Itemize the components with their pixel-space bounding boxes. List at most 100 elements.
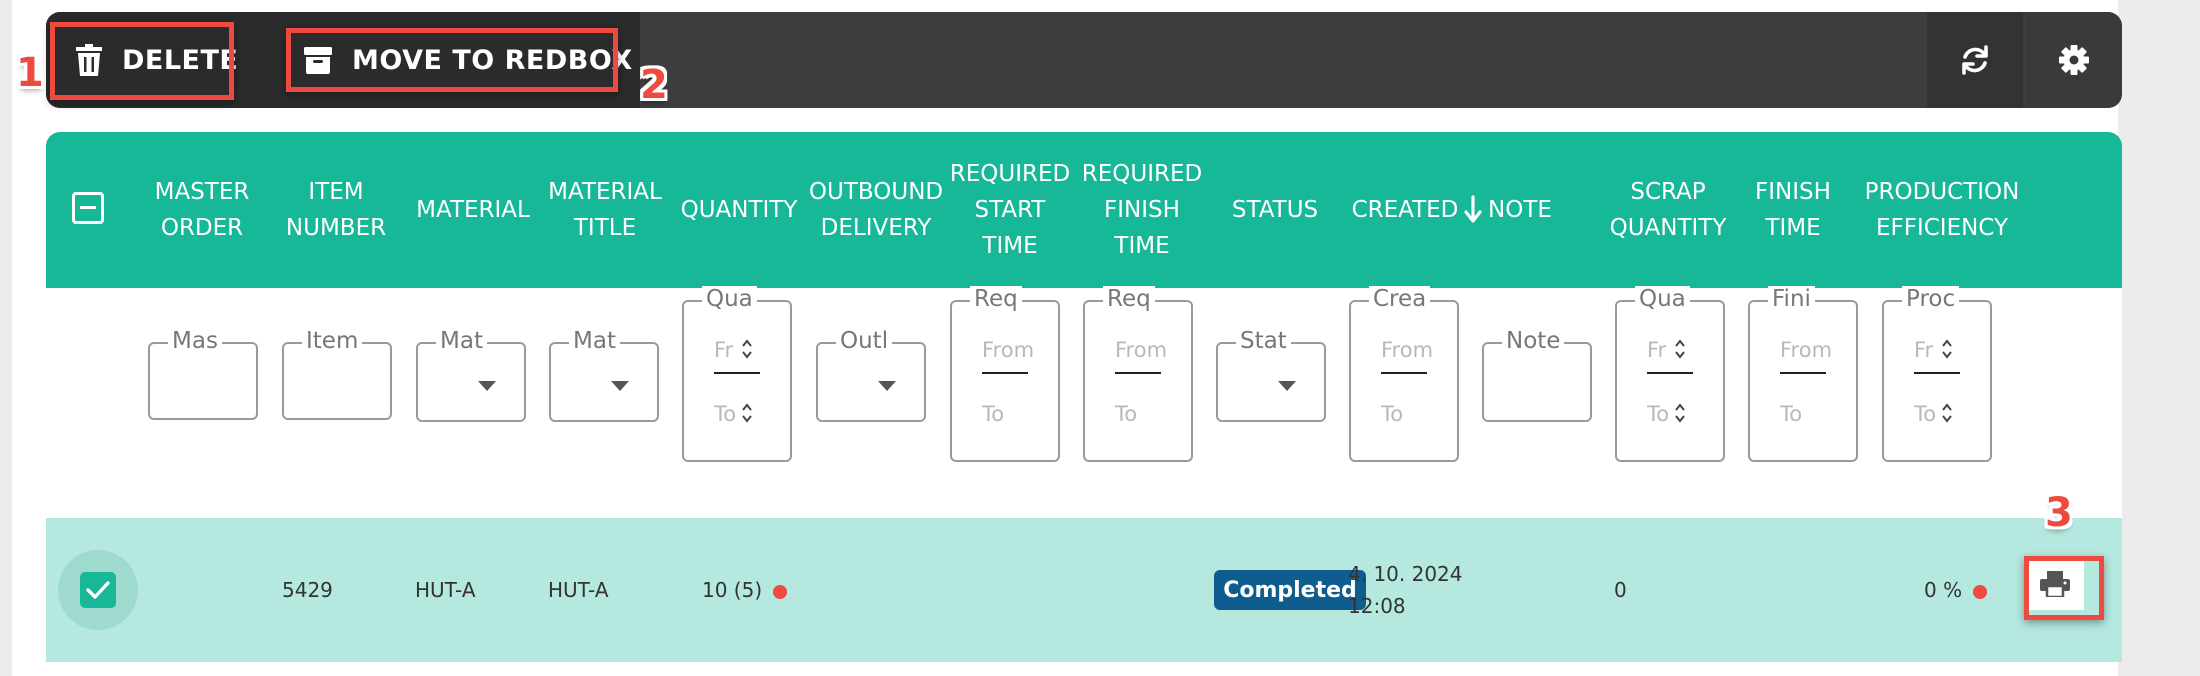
column-header-item-number[interactable]: ITEM NUMBER — [285, 179, 387, 241]
cell-created-time: 12:08 — [1348, 594, 1406, 618]
filter-quantity-to[interactable]: To — [714, 402, 737, 426]
column-header-master-order[interactable]: MASTER ORDER — [154, 179, 250, 241]
filter-required-start-to[interactable]: To — [982, 402, 1005, 426]
chevron-down-icon — [478, 381, 496, 391]
refresh-button[interactable] — [1927, 12, 2023, 108]
refresh-icon — [1962, 45, 1988, 75]
filter-scrap-quantity-label: Qua — [1635, 286, 1690, 312]
filter-production-efficiency-to[interactable]: To — [1914, 402, 1937, 426]
filter-production-efficiency[interactable]: Proc Fr To — [1882, 286, 1992, 462]
filter-status-label: Stat — [1236, 328, 1291, 354]
filter-material-title[interactable]: Mat — [549, 328, 659, 422]
range-separator — [1780, 372, 1826, 374]
move-to-redbox-label: MOVE TO REDBOX — [352, 44, 633, 76]
annotation-highlight-1 — [50, 22, 234, 100]
filter-note-label: Note — [1502, 328, 1565, 354]
filter-note[interactable]: Note — [1482, 328, 1592, 422]
filter-material-title-label: Mat — [569, 328, 620, 354]
filter-finish-time-label: Fini — [1768, 286, 1815, 312]
filter-scrap-quantity-from[interactable]: Fr — [1647, 338, 1667, 362]
filter-required-finish-time[interactable]: Req From To — [1083, 286, 1193, 462]
filter-quantity-label: Qua — [702, 286, 757, 312]
annotation-number-3: 3 — [2045, 490, 2073, 536]
cell-material: HUT-A — [415, 578, 476, 602]
status-badge: Completed — [1214, 570, 1366, 610]
filter-required-finish-time-label: Req — [1103, 286, 1155, 312]
filter-created-to[interactable]: To — [1381, 402, 1404, 426]
filter-production-efficiency-from[interactable]: Fr — [1914, 338, 1934, 362]
column-header-production-efficiency[interactable]: PRODUCTION EFFICIENCY — [1864, 179, 2020, 241]
filter-outbound-delivery[interactable]: Outl — [816, 328, 926, 422]
filter-scrap-quantity-to[interactable]: To — [1647, 402, 1670, 426]
cell-scrap-quantity: 0 — [1614, 578, 1627, 602]
range-separator — [1381, 372, 1427, 374]
chevron-down-icon — [878, 381, 896, 391]
filter-row: Mas Item Mat Mat Qua Fr To Outl Req From… — [46, 286, 2122, 518]
select-all-checkbox[interactable] — [72, 192, 104, 224]
efficiency-alert-dot — [1973, 585, 1987, 599]
print-button[interactable] — [2026, 558, 2084, 610]
filter-production-efficiency-label: Proc — [1902, 286, 1960, 312]
column-header-outbound-delivery[interactable]: OUTBOUND DELIVERY — [808, 179, 944, 241]
filter-finish-time[interactable]: Fini From To — [1748, 286, 1858, 462]
chevron-down-icon — [1278, 381, 1296, 391]
filter-material-label: Mat — [436, 328, 487, 354]
annotation-highlight-3 — [2024, 556, 2104, 620]
annotation-number-2: 2 — [640, 62, 668, 108]
row-checkbox[interactable] — [80, 572, 116, 608]
column-header-quantity[interactable]: QUANTITY — [680, 197, 798, 223]
filter-required-start-time[interactable]: Req From To — [950, 286, 1060, 462]
column-header-status[interactable]: STATUS — [1231, 197, 1319, 223]
filter-material[interactable]: Mat — [416, 328, 526, 422]
filter-item-number-label: Item — [302, 328, 363, 354]
archive-icon — [304, 47, 332, 74]
gear-icon — [2059, 45, 2089, 75]
table-header: MASTER ORDER ITEM NUMBER MATERIAL MATERI… — [46, 132, 2122, 288]
column-header-scrap-quantity[interactable]: SCRAP QUANTITY — [1609, 179, 1727, 241]
delete-button[interactable]: DELETE — [76, 12, 238, 108]
cell-production-efficiency: 0 % — [1924, 578, 1963, 602]
filter-scrap-quantity[interactable]: Qua Fr To — [1615, 286, 1725, 462]
column-header-material-title[interactable]: MATERIAL TITLE — [548, 179, 662, 241]
column-header-required-finish-time[interactable]: REQUIRED FINISH TIME — [1081, 161, 1203, 259]
table-row[interactable]: 5429 HUT-A HUT-A 10 (5) Completed 4. 10.… — [46, 518, 2122, 662]
move-to-redbox-button[interactable]: MOVE TO REDBOX — [304, 12, 633, 108]
filter-quantity-from[interactable]: Fr — [714, 338, 734, 362]
filter-created-from[interactable]: From — [1381, 338, 1434, 362]
cell-created-date: 4. 10. 2024 — [1348, 562, 1463, 586]
filter-created-label: Crea — [1369, 286, 1431, 312]
printer-icon — [2040, 571, 2070, 597]
range-separator — [714, 372, 760, 374]
stepper-icon[interactable] — [1674, 338, 1686, 360]
stepper-icon[interactable] — [1941, 402, 1953, 424]
filter-status[interactable]: Stat — [1216, 328, 1326, 422]
range-separator — [1914, 372, 1960, 374]
filter-required-finish-from[interactable]: From — [1115, 338, 1168, 362]
column-header-required-start-time[interactable]: REQUIRED START TIME — [949, 161, 1071, 259]
filter-required-start-from[interactable]: From — [982, 338, 1035, 362]
stepper-icon[interactable] — [1941, 338, 1953, 360]
settings-button[interactable] — [2026, 12, 2122, 108]
cell-material-title: HUT-A — [548, 578, 609, 602]
filter-finish-time-from[interactable]: From — [1780, 338, 1833, 362]
filter-required-finish-to[interactable]: To — [1115, 402, 1138, 426]
filter-created[interactable]: Crea From To — [1349, 286, 1459, 462]
column-header-created[interactable]: CREATED — [1351, 197, 1459, 223]
filter-item-number[interactable]: Item — [282, 328, 392, 420]
filter-master-order[interactable]: Mas — [148, 328, 258, 420]
filter-outbound-delivery-label: Outl — [836, 328, 893, 354]
sort-descending-icon[interactable] — [1464, 195, 1482, 225]
annotation-number-1: 1 — [16, 50, 44, 96]
filter-master-order-label: Mas — [168, 328, 222, 354]
filter-quantity[interactable]: Qua Fr To — [682, 286, 792, 462]
range-separator — [982, 372, 1028, 374]
range-separator — [1115, 372, 1161, 374]
stepper-icon[interactable] — [1674, 402, 1686, 424]
column-header-material[interactable]: MATERIAL — [416, 197, 530, 223]
filter-finish-time-to[interactable]: To — [1780, 402, 1803, 426]
range-separator — [1647, 372, 1693, 374]
stepper-icon[interactable] — [741, 402, 753, 424]
stepper-icon[interactable] — [741, 338, 753, 360]
column-header-finish-time[interactable]: FINISH TIME — [1755, 179, 1831, 241]
column-header-note[interactable]: NOTE — [1488, 197, 1552, 223]
